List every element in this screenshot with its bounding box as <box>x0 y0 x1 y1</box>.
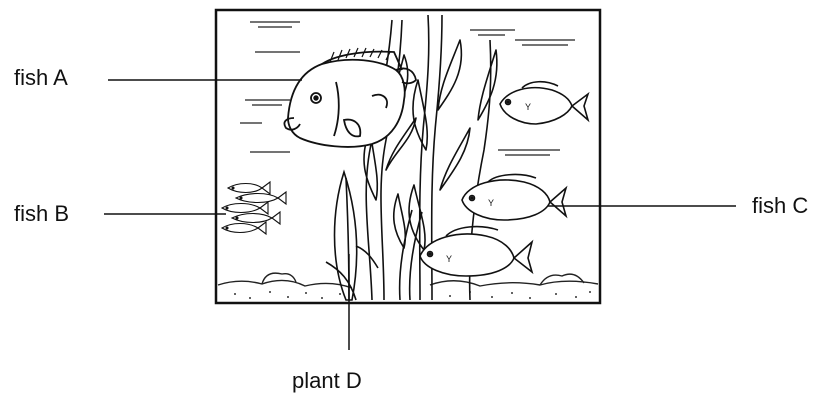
svg-text:Y: Y <box>488 198 494 208</box>
tank-frame <box>216 10 600 303</box>
label-fish-c: fish C <box>752 195 808 217</box>
sand-dots <box>234 291 591 299</box>
fish-b <box>222 182 286 234</box>
fish-bottom: Y <box>420 227 532 276</box>
fish-right-top: Y <box>500 82 588 124</box>
label-fish-a: fish A <box>14 67 68 89</box>
plant-d <box>335 172 357 300</box>
svg-text:Y: Y <box>525 102 531 112</box>
label-plant-d: plant D <box>292 370 362 392</box>
seabed <box>218 273 598 288</box>
svg-text:Y: Y <box>446 254 452 264</box>
fish-a <box>284 48 416 147</box>
label-fish-b: fish B <box>14 203 69 225</box>
